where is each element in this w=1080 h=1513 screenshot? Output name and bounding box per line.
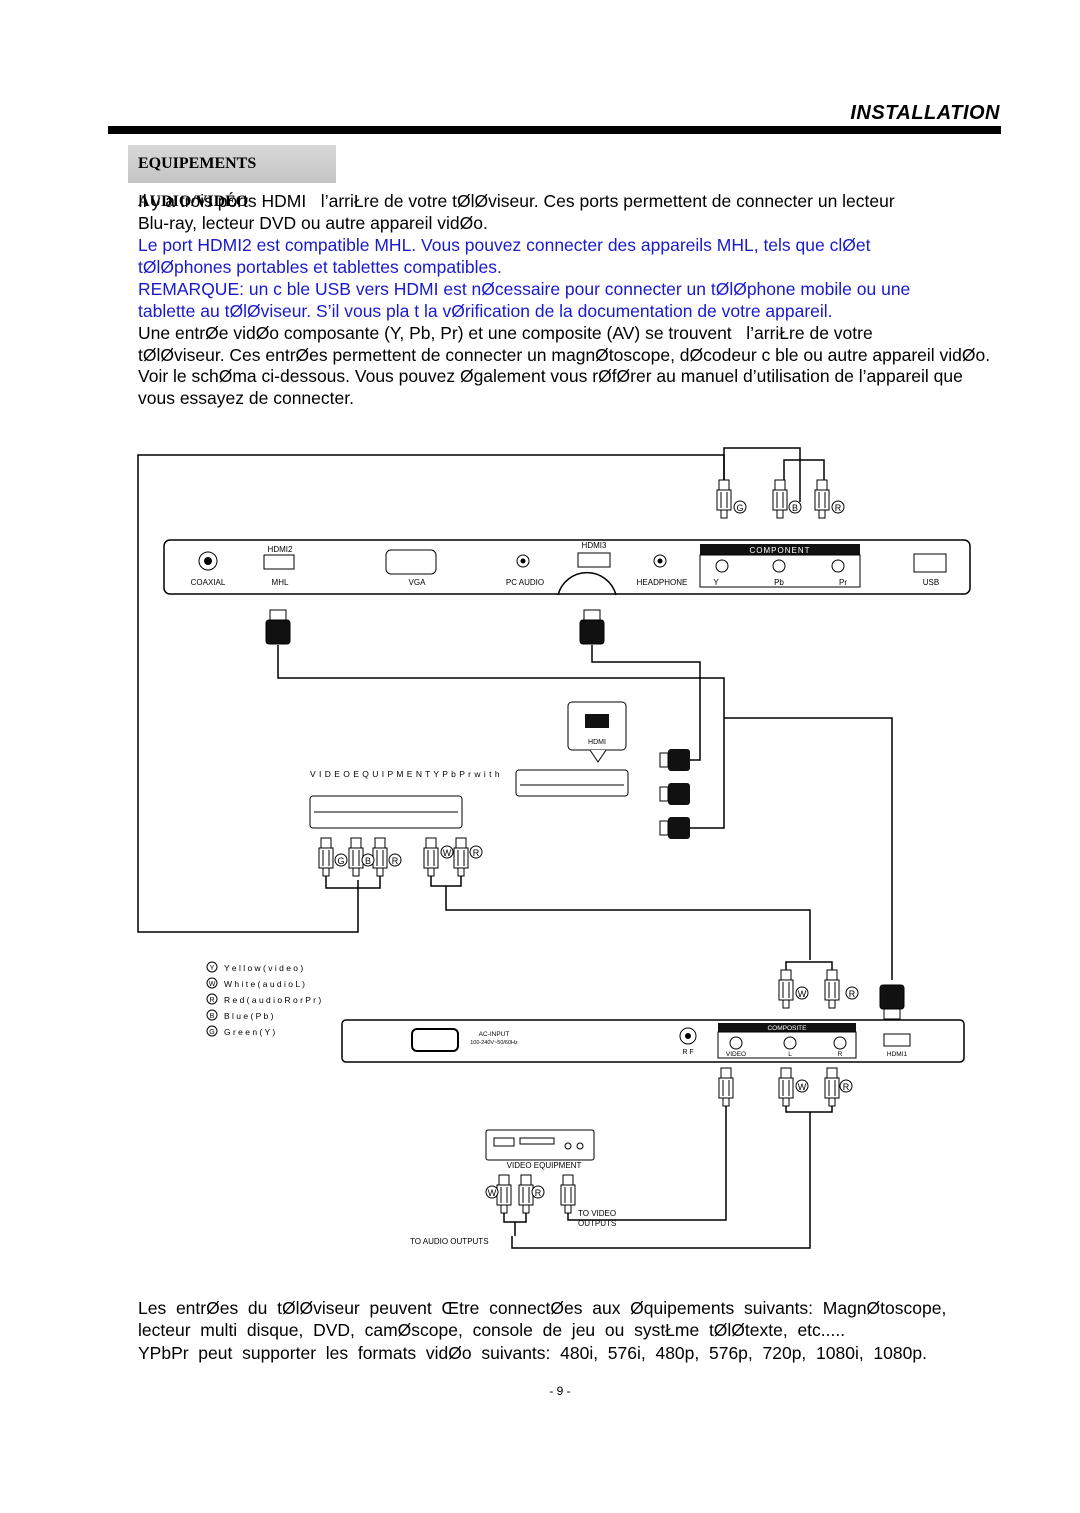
- svg-text:R: R: [835, 503, 842, 513]
- page-number: - 9 -: [549, 1384, 571, 1398]
- svg-text:B l u e ( P b ): B l u e ( P b ): [224, 1011, 274, 1021]
- cable-frame: [137, 447, 825, 933]
- svg-text:Y: Y: [713, 578, 719, 587]
- svg-text:HDMI1: HDMI1: [887, 1051, 908, 1058]
- section-heading: EQUIPEMENTS AUDIO/VIDÉO: [128, 145, 336, 210]
- svg-text:G: G: [209, 1029, 214, 1036]
- svg-text:W: W: [488, 1188, 497, 1198]
- svg-text:W h i t e ( a u d i o L ): W h i t e ( a u d i o L ): [224, 979, 305, 989]
- svg-text:HDMI2: HDMI2: [268, 545, 293, 554]
- color-legend: Y Y e l l o w ( v i d e o ) W W h i t e …: [206, 961, 321, 1037]
- svg-text:W: W: [443, 848, 452, 858]
- ypbpr-equipment: V I D E O E Q U I P M E N T Y P b P r w …: [309, 769, 811, 960]
- svg-text:PC AUDIO: PC AUDIO: [506, 578, 544, 587]
- svg-text:OUTPUTS: OUTPUTS: [578, 1219, 616, 1228]
- svg-text:TO VIDEO: TO VIDEO: [578, 1209, 616, 1218]
- svg-text:R: R: [838, 1051, 843, 1058]
- svg-text:Pb: Pb: [774, 578, 784, 587]
- svg-text:COAXIAL: COAXIAL: [191, 578, 226, 587]
- svg-text:Y e l l o w ( v i d e o ): Y e l l o w ( v i d e o ): [224, 963, 303, 973]
- composite-equipment: VIDEO EQUIPMENT W R TO VIDEO OUTPUTS TO …: [410, 1129, 616, 1246]
- svg-text:Pr: Pr: [839, 578, 847, 587]
- svg-text:VGA: VGA: [409, 578, 427, 587]
- svg-text:USB: USB: [923, 578, 939, 587]
- svg-text:R: R: [843, 1082, 850, 1092]
- svg-text:COMPOSITE: COMPOSITE: [767, 1025, 807, 1032]
- svg-text:R: R: [392, 856, 399, 866]
- svg-text:MHL: MHL: [272, 578, 289, 587]
- tv-bottom-panel: AC-INPUT 100-240V~50/60Hz R F COMPOSITE …: [341, 1019, 965, 1063]
- svg-text:R: R: [473, 848, 480, 858]
- hdmi-cables: [265, 609, 893, 980]
- composite-plugs-bottom: W R: [511, 1067, 853, 1249]
- svg-text:R e d ( a u d i o R o r P r: R e d ( a u d i o R o r P r ): [224, 995, 321, 1005]
- svg-text:L: L: [788, 1051, 792, 1058]
- composite-plugs-top: W R: [778, 961, 905, 1020]
- svg-text:B: B: [365, 856, 371, 866]
- svg-text:R: R: [849, 989, 856, 999]
- svg-text:HDMI: HDMI: [588, 739, 606, 746]
- svg-text:W: W: [798, 989, 807, 999]
- svg-text:COMPONENT: COMPONENT: [750, 546, 811, 555]
- svg-text:HDMI3: HDMI3: [582, 541, 607, 550]
- header-rule: [108, 126, 1001, 134]
- svg-text:G: G: [736, 503, 743, 513]
- svg-text:HEADPHONE: HEADPHONE: [637, 578, 688, 587]
- svg-text:B: B: [792, 503, 798, 513]
- svg-text:AC-INPUT: AC-INPUT: [479, 1031, 510, 1038]
- intro-paragraph-hdmi: Il y a trois ports HDMI l’arriŁre de vot…: [138, 191, 895, 233]
- tv-top-panel: HDMI2 HDMI3 COMPONENT COAXIAL MHL VGA PC…: [163, 539, 971, 596]
- svg-text:TO AUDIO OUTPUTS: TO AUDIO OUTPUTS: [410, 1237, 489, 1246]
- svg-text:G: G: [337, 856, 344, 866]
- svg-text:V I D E O E Q U I P M E N T Y: V I D E O E Q U I P M E N T Y P b P r w …: [310, 769, 500, 779]
- svg-text:Y: Y: [210, 965, 215, 972]
- svg-text:G r e e n ( Y ): G r e e n ( Y ): [224, 1027, 275, 1037]
- intro-paragraph-note: REMARQUE: un c ble USB vers HDMI est nØc…: [138, 279, 911, 321]
- header-title: INSTALLATION: [850, 102, 1000, 124]
- intro-paragraph-mhl: Le port HDMI2 est compatible MHL. Vous p…: [138, 235, 871, 277]
- svg-text:R F: R F: [682, 1049, 693, 1056]
- svg-text:VIDEO EQUIPMENT: VIDEO EQUIPMENT: [507, 1161, 582, 1170]
- svg-text:W: W: [798, 1082, 807, 1092]
- component-plugs-top: G B R: [716, 479, 845, 519]
- svg-text:B: B: [210, 1013, 215, 1020]
- svg-text:VIDEO: VIDEO: [726, 1051, 746, 1058]
- svg-text:W: W: [209, 981, 216, 988]
- connection-diagram: G B R HDMI2 HDMI3 COMPONENT COAXIAL MHL …: [137, 447, 971, 1249]
- svg-text:R: R: [535, 1188, 542, 1198]
- footer-paragraph-formats: YPbPr peut supporter les formats vidØo s…: [138, 1343, 927, 1363]
- hdmi-source-device: HDMI: [515, 701, 691, 840]
- svg-text:100-240V~50/60Hz: 100-240V~50/60Hz: [470, 1040, 518, 1046]
- footer-paragraph-inputs: Les entrØes du tØlØviseur peuvent Œtre c…: [138, 1298, 947, 1340]
- intro-paragraph-component: Une entrØe vidØo composante (Y, Pb, Pr) …: [138, 323, 991, 408]
- svg-text:R: R: [209, 997, 214, 1004]
